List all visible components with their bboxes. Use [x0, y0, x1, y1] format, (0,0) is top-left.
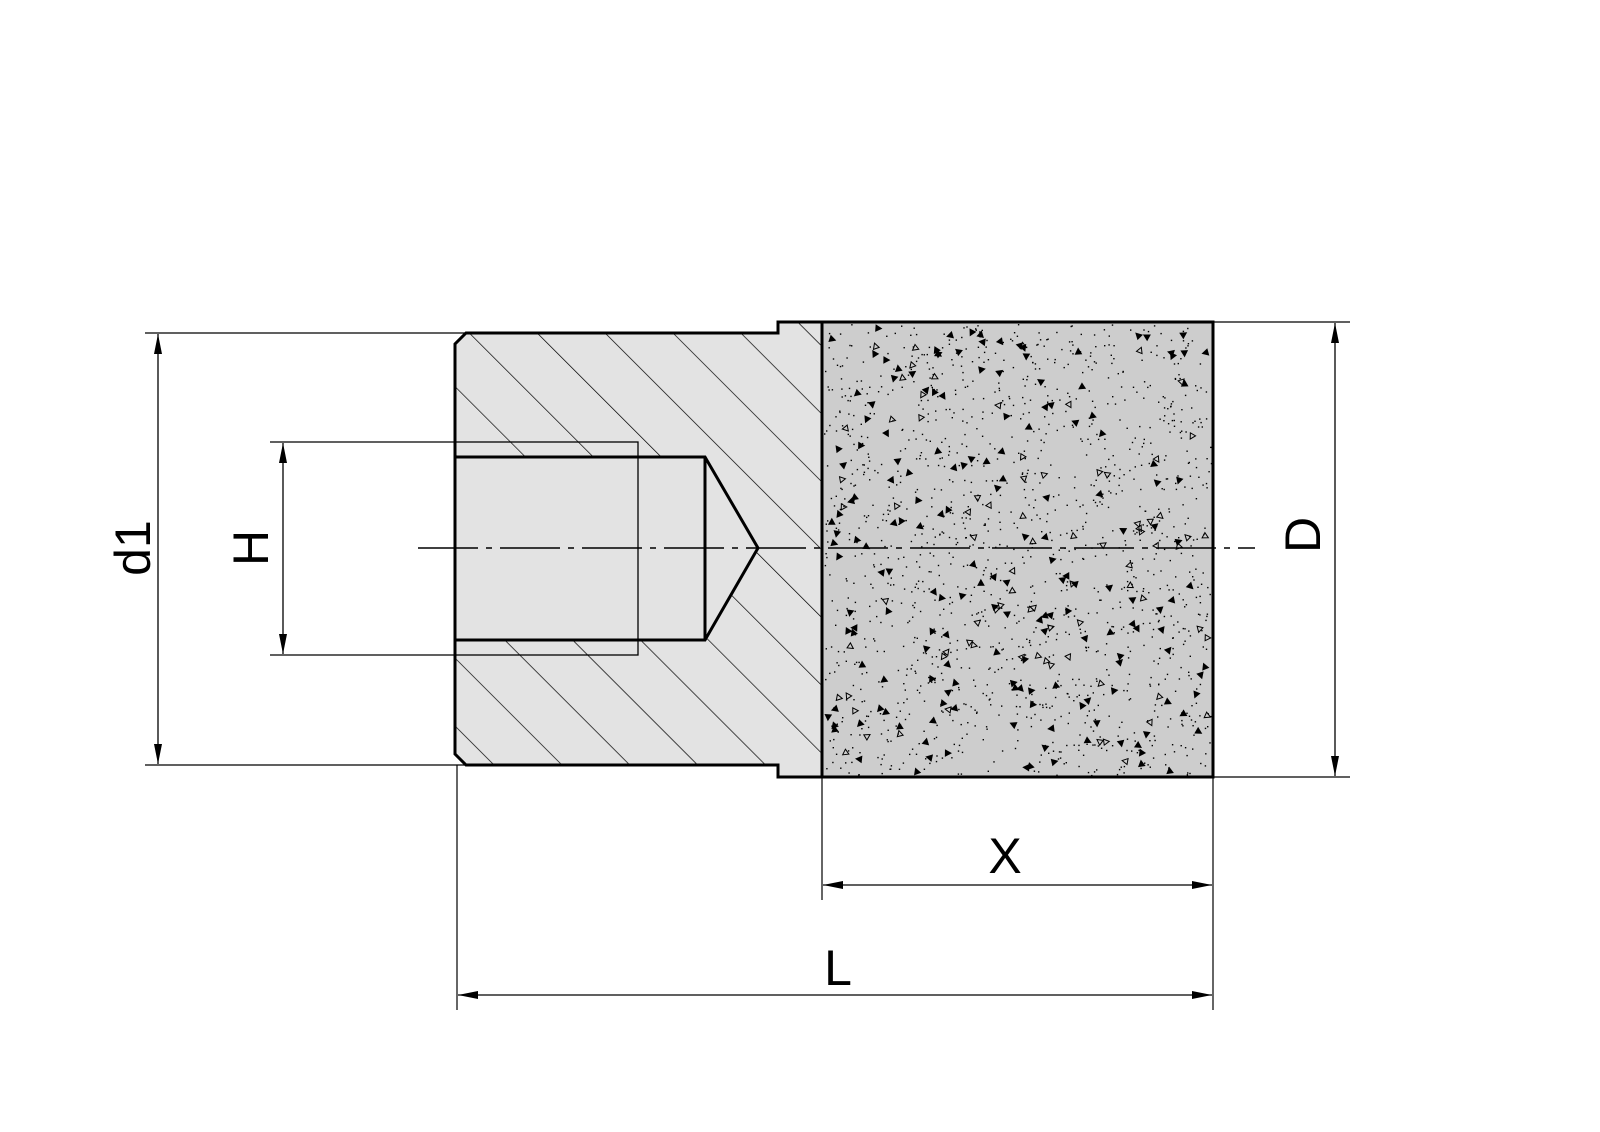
- extension-lines: [145, 321, 1350, 1010]
- label-D: D: [1275, 517, 1331, 553]
- abrasive-body: [820, 320, 1215, 779]
- label-d1: d1: [105, 520, 161, 576]
- steel-holder: [453, 320, 822, 779]
- abrasive-grain-texture: [824, 324, 1213, 777]
- label-L: L: [824, 940, 852, 996]
- label-H: H: [223, 530, 279, 566]
- label-X: X: [988, 828, 1021, 884]
